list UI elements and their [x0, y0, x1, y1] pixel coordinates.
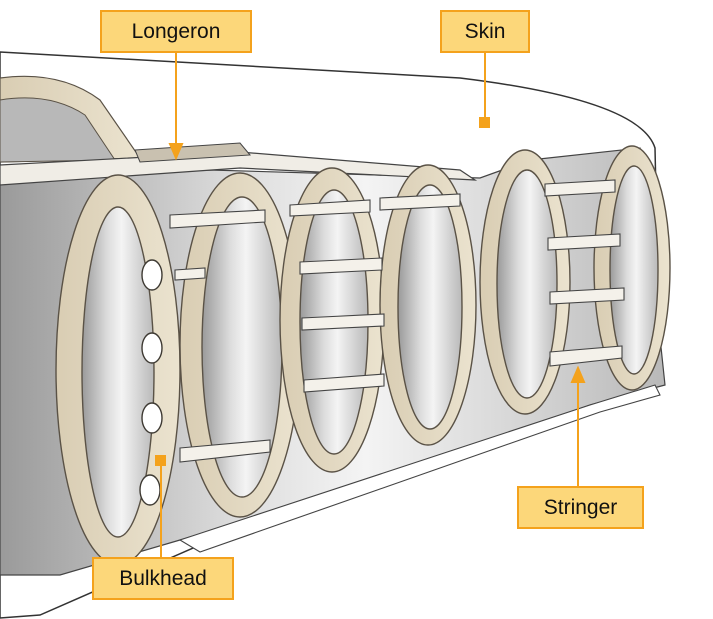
- skin-label: Skin: [440, 10, 530, 53]
- stringer-label: Stringer: [517, 486, 644, 529]
- bulkhead-label: Bulkhead: [92, 557, 234, 600]
- longeron-label: Longeron: [100, 10, 252, 53]
